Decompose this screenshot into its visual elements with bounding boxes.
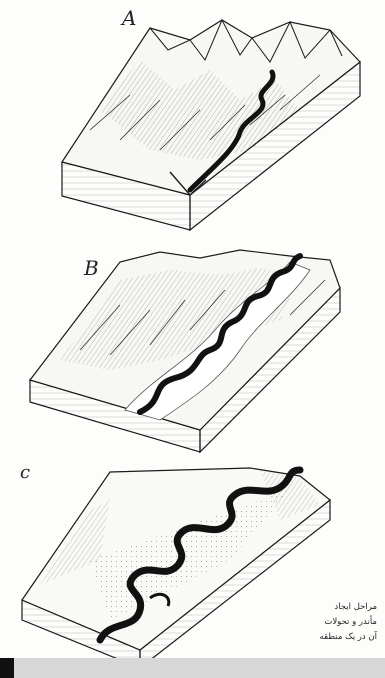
panel-label-c: c xyxy=(20,462,30,483)
panel-label-b: B xyxy=(84,256,99,280)
caption-line: مراحل ایجاد xyxy=(299,600,377,615)
caption-line: آن در یک منطقه xyxy=(299,630,377,645)
caption-line: مأندر و تحولات xyxy=(299,615,377,630)
panel-label-a: A xyxy=(122,6,136,30)
block-b xyxy=(30,250,340,452)
figure-caption: مراحل ایجاد مأندر و تحولات آن در یک منطق… xyxy=(299,600,377,645)
block-c xyxy=(22,468,330,668)
scan-edge-bar xyxy=(0,658,385,678)
scan-edge-dark xyxy=(0,658,14,678)
block-a xyxy=(62,20,360,230)
